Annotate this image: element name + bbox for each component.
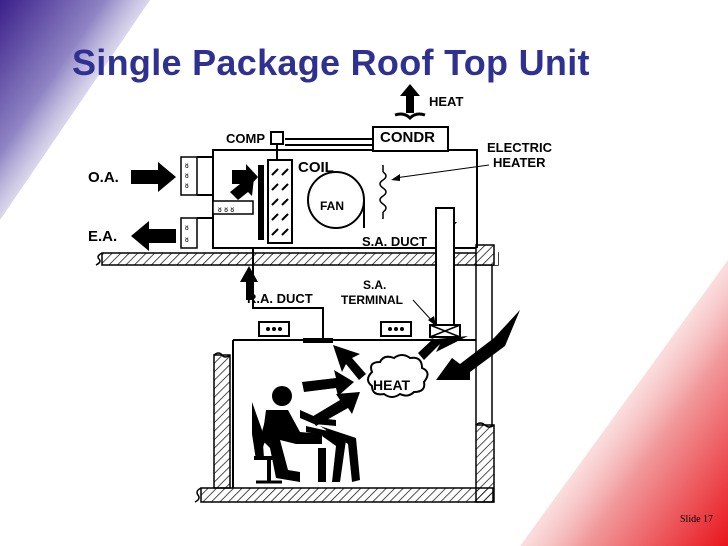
- svg-text:ᴕ: ᴕ: [185, 235, 189, 244]
- return-air-arrow: [240, 266, 258, 300]
- solar-heat-arrow: [436, 310, 520, 380]
- left-wall: [213, 354, 231, 489]
- right-wall-upper: [475, 244, 495, 266]
- exhaust-air-arrow: [131, 221, 176, 251]
- exhaust-air-damper: ᴕ ᴕ: [180, 217, 198, 249]
- top-left-gradient: [0, 0, 150, 220]
- terminal-leader-line: [412, 299, 434, 323]
- slide-title: Single Package Roof Top Unit: [72, 42, 590, 83]
- heat-cloud: [367, 354, 429, 398]
- oa-label: O.A.: [88, 169, 119, 186]
- fan-label: FAN: [320, 199, 344, 213]
- heater-leader-line: [394, 164, 490, 179]
- comp-label: COMP: [226, 131, 265, 146]
- air-arrow-2: [230, 178, 254, 200]
- heat-room-label: HEAT: [373, 377, 411, 393]
- heat-top-label: HEAT: [429, 94, 464, 109]
- condr-label: CONDR: [380, 129, 435, 146]
- outside-air-damper: ᴕ ᴕ ᴕ: [180, 156, 198, 196]
- electric-heater-element: [379, 171, 387, 213]
- person-heat-arrow-1: [302, 370, 354, 396]
- svg-text:ᴕ: ᴕ: [185, 171, 189, 180]
- coil-label: COIL: [298, 159, 334, 176]
- return-heat-arrow: [333, 345, 366, 380]
- supply-heat-arrow: [418, 336, 468, 360]
- bottom-right-gradient: [520, 260, 728, 546]
- mixing-damper: ᴕ ᴕ ᴕ: [212, 200, 254, 215]
- sa-label: S.A.: [363, 278, 387, 292]
- supply-air-terminal: [429, 324, 461, 338]
- compressor-box: [270, 131, 284, 145]
- svg-text:ᴕ: ᴕ: [185, 181, 189, 190]
- unit-casing: [212, 149, 478, 249]
- sa-duct-label: S.A. DUCT: [362, 234, 427, 249]
- terminal-label: TERMINAL: [341, 293, 403, 307]
- floor: [200, 487, 494, 503]
- occupant-at-desk: [252, 386, 360, 484]
- ra-duct-label: R.A. DUCT: [247, 291, 313, 306]
- svg-text:ᴕ: ᴕ: [185, 223, 189, 232]
- slide-number: Slide 17: [680, 514, 714, 525]
- svg-text:ᴕ: ᴕ: [185, 161, 189, 170]
- right-wall-lower: [475, 424, 495, 503]
- person-heat-arrow-2: [310, 392, 360, 426]
- outside-air-arrow: [131, 162, 176, 192]
- heater-label: HEATER: [493, 155, 546, 170]
- heat-rejection-arrow: [394, 84, 426, 121]
- coil: [267, 159, 293, 244]
- ceiling-light-right: [380, 321, 412, 337]
- supply-air-duct: [435, 207, 455, 326]
- electric-label: ELECTRIC: [487, 140, 552, 155]
- ceiling-light-left: [258, 321, 290, 337]
- svg-text:ᴕ ᴕ ᴕ: ᴕ ᴕ ᴕ: [218, 205, 234, 214]
- ea-label: E.A.: [88, 228, 118, 245]
